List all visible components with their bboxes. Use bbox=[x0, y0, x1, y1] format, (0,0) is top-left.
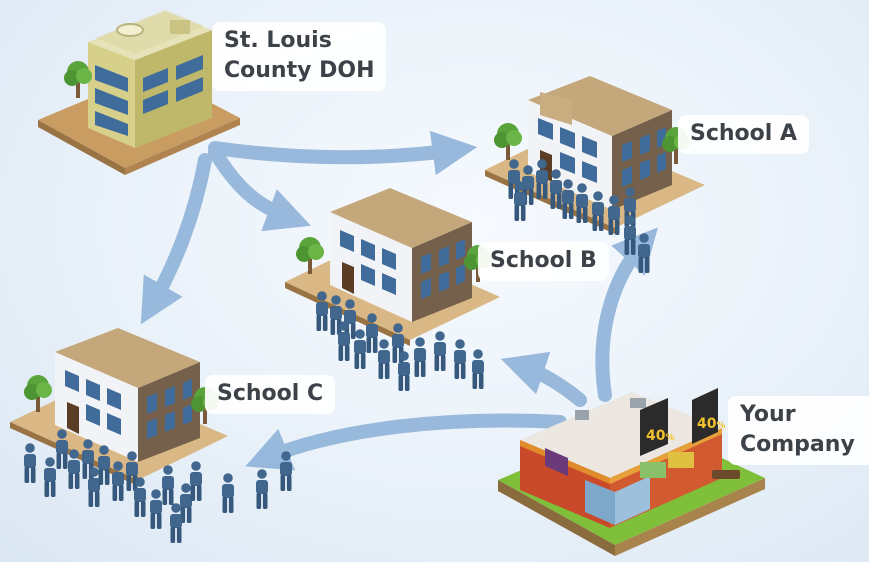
svg-text:40%: 40% bbox=[697, 416, 726, 432]
company-building: 40% 40% bbox=[498, 388, 765, 556]
arrow-doh-to-school-c bbox=[140, 153, 212, 325]
flow-arrows bbox=[140, 130, 659, 471]
doh-building bbox=[38, 10, 240, 175]
company-label: Your Company bbox=[728, 396, 869, 465]
sign-right-number: 40 bbox=[697, 416, 717, 432]
school-c-label-text: School C bbox=[217, 381, 324, 406]
doh-label-line1: St. Louis bbox=[224, 28, 332, 53]
doh-label: St. Louis County DOH bbox=[212, 22, 387, 91]
sign-left-number: 40 bbox=[646, 428, 666, 444]
arrow-company-to-school-b bbox=[500, 351, 587, 407]
company-label-line1: Your bbox=[740, 402, 796, 427]
arrow-company-to-school-a bbox=[595, 227, 659, 402]
company-label-line2: Company bbox=[740, 432, 855, 457]
arrow-doh-to-school-a bbox=[208, 130, 478, 176]
arrow-doh-to-school-b bbox=[208, 145, 311, 232]
school-a-label: School A bbox=[678, 115, 810, 154]
sign-left-unit: % bbox=[665, 433, 674, 443]
school-a-building bbox=[485, 76, 705, 234]
doh-label-line2: County DOH bbox=[224, 58, 375, 83]
school-b-building bbox=[285, 188, 500, 346]
svg-text:40%: 40% bbox=[646, 428, 675, 444]
sign-right-unit: % bbox=[716, 421, 725, 431]
school-b-label: School B bbox=[478, 242, 609, 281]
school-b-label-text: School B bbox=[490, 248, 597, 273]
school-c-label: School C bbox=[205, 375, 336, 414]
school-a-label-text: School A bbox=[690, 121, 798, 146]
school-c-building bbox=[10, 328, 228, 486]
arrow-company-to-school-c bbox=[245, 413, 567, 471]
